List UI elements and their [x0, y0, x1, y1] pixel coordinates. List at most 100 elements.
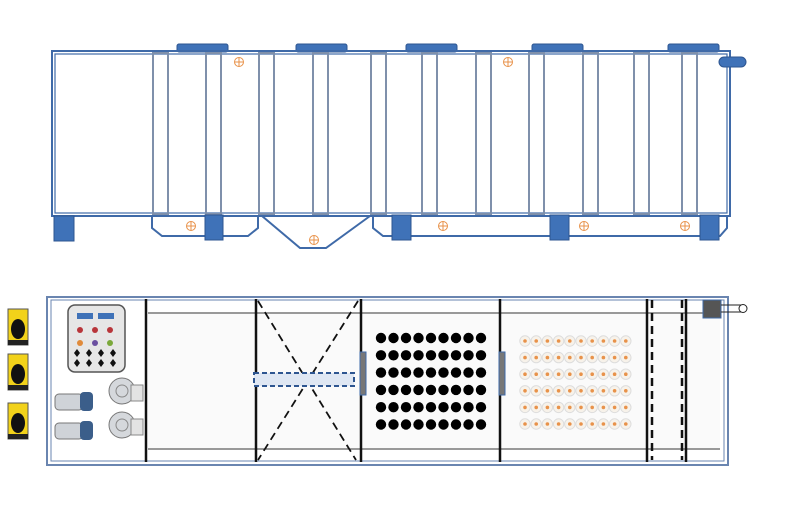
media-ball	[450, 384, 462, 396]
media-ball	[463, 384, 474, 396]
diffuser-center	[579, 389, 583, 393]
diffuser-center	[579, 355, 583, 360]
media-ball	[425, 419, 437, 430]
baffle-strip	[205, 52, 222, 215]
diffuser-center	[545, 405, 550, 410]
media-ball	[450, 419, 462, 430]
indicator-lamp	[77, 327, 83, 333]
diffuser-center	[534, 339, 538, 343]
media-ball	[438, 367, 449, 378]
media-ball	[375, 350, 387, 361]
diffuser-center	[556, 422, 561, 426]
switch-icon	[110, 349, 116, 357]
plan-view	[7, 296, 748, 466]
support-legs	[53, 214, 720, 242]
side-elevation	[51, 43, 747, 249]
diffuser-center	[624, 422, 628, 426]
dosing-pump-head	[11, 364, 25, 384]
media-ball	[463, 402, 474, 413]
media-ball	[413, 419, 424, 430]
diffuser-center	[534, 405, 538, 410]
diffuser-center	[534, 372, 538, 377]
media-ball	[475, 332, 487, 344]
baffle-strip	[681, 52, 698, 215]
valve-marker-icon	[503, 57, 513, 67]
indicator-lamp	[107, 327, 113, 333]
ring-blower	[108, 411, 144, 439]
media-ball	[388, 367, 399, 378]
diffuser-center	[579, 339, 583, 343]
media-ball	[413, 367, 424, 378]
media-ball	[375, 332, 387, 344]
media-ball	[450, 350, 462, 361]
media-ball	[425, 350, 437, 361]
diffuser-center	[568, 355, 572, 360]
media-ball	[438, 402, 449, 413]
dosing-pump-head	[11, 319, 25, 339]
diffuser-center	[612, 405, 617, 410]
diffuser-center	[601, 339, 606, 343]
leg	[391, 214, 412, 241]
tank-body-outer	[51, 50, 731, 217]
baffle-strip	[421, 52, 438, 215]
diffuser-center	[579, 405, 583, 410]
media-ball	[425, 384, 437, 396]
indicator-lamp	[77, 340, 83, 346]
diffuser-center	[556, 339, 561, 343]
diffuser-center	[523, 405, 527, 410]
diffuser-center	[624, 355, 628, 360]
diffuser-center	[556, 405, 561, 410]
water-pumps	[54, 392, 93, 440]
dosing-pump-icon	[7, 353, 29, 391]
media-ball	[400, 384, 412, 396]
switch-array	[74, 349, 116, 367]
diffuser-center	[624, 405, 628, 410]
media-ball	[400, 350, 412, 361]
outlet-pipe-end	[738, 304, 748, 313]
media-ball	[413, 402, 424, 413]
valve-marker-icon	[438, 221, 448, 231]
diffuser-center	[556, 355, 561, 360]
baffle-strip	[528, 52, 545, 215]
switch-icon	[74, 349, 80, 357]
diffuser-center	[601, 422, 606, 426]
media-ball	[388, 419, 399, 430]
diffuser-center	[545, 355, 550, 360]
indicator-lamp	[107, 340, 113, 346]
media-ball	[475, 402, 487, 413]
diffuser-center	[590, 355, 594, 360]
diffuser-center	[545, 339, 550, 343]
diffuser-center	[568, 339, 572, 343]
diffuser-center	[590, 405, 594, 410]
media-ball	[438, 332, 449, 344]
leg	[549, 214, 570, 241]
media-ball	[450, 367, 462, 378]
diffuser-center	[545, 389, 550, 393]
diffuser-center	[612, 339, 617, 343]
diffuser-center	[624, 339, 628, 343]
ring-blower	[108, 377, 144, 405]
dosing-pump-head	[11, 413, 25, 433]
diffuser-center	[601, 355, 606, 360]
diffuser-center	[556, 389, 561, 393]
media-ball	[438, 350, 449, 361]
leg	[53, 215, 75, 242]
media-ball	[388, 402, 399, 413]
dosing-pump-icon	[7, 308, 29, 346]
switch-icon	[98, 359, 104, 367]
diffuser-center	[568, 405, 572, 410]
diffuser-center	[534, 355, 538, 360]
marker-cross	[680, 221, 690, 231]
media-ball	[475, 350, 487, 361]
media-ball	[388, 350, 399, 361]
diffuser-center	[590, 389, 594, 393]
tank-body-inner	[54, 53, 728, 214]
water-pump	[54, 392, 93, 411]
valve-marker-icon	[309, 235, 319, 245]
diffuser-center	[624, 372, 628, 377]
indicator-lamp	[92, 327, 98, 333]
display-screen	[98, 313, 114, 319]
valve-marker-icon	[579, 221, 589, 231]
diffuser-center	[579, 422, 583, 426]
